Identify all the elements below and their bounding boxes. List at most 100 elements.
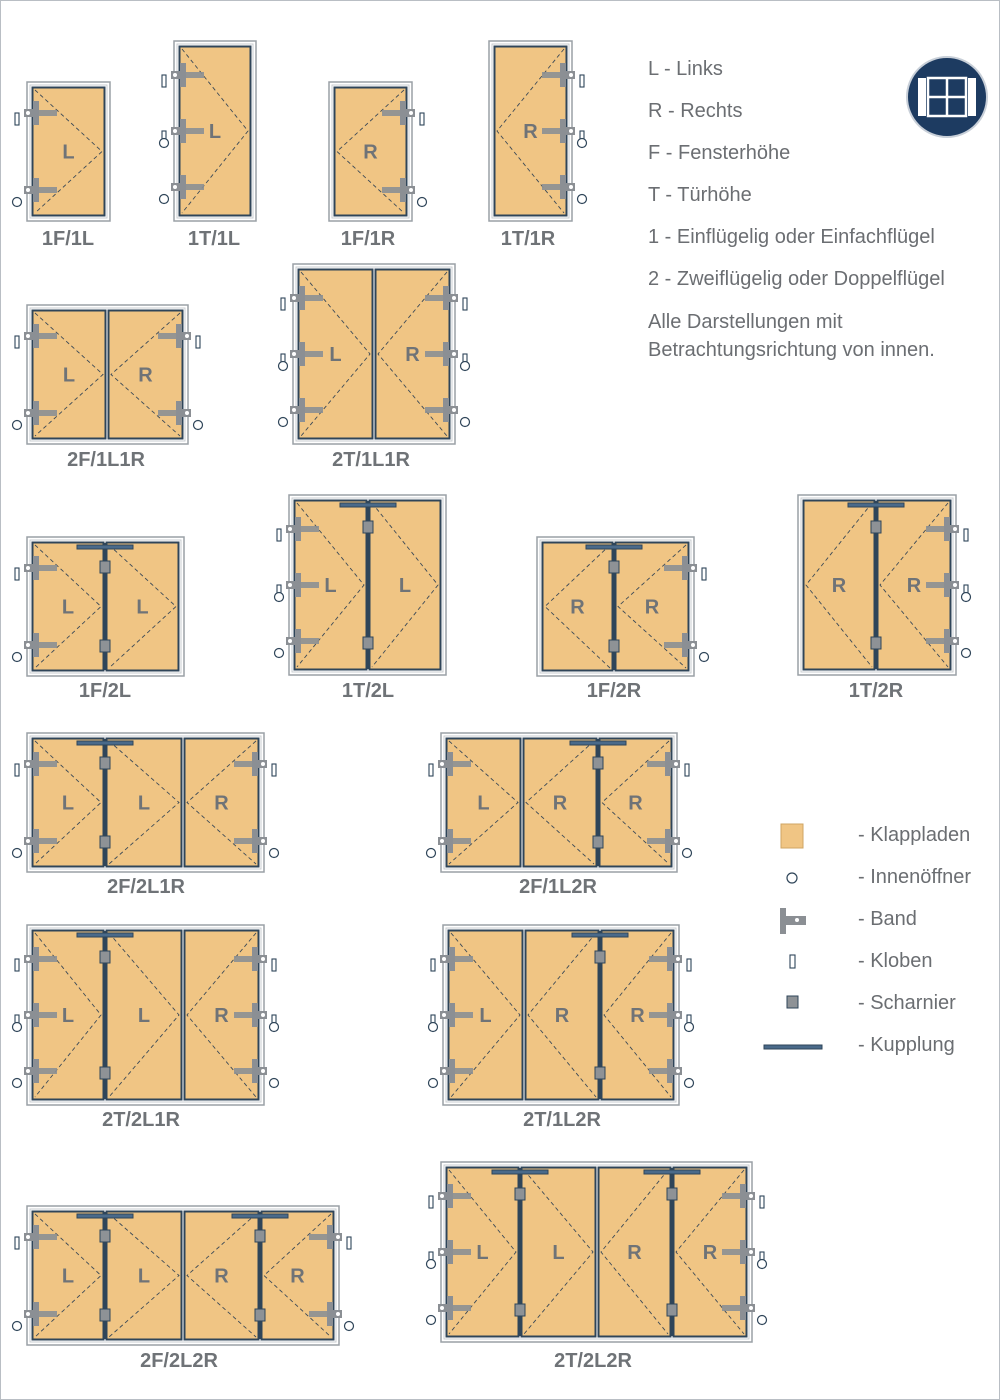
kloben-icon xyxy=(14,763,20,777)
band-hinge-icon xyxy=(542,63,575,87)
band-hinge-icon xyxy=(286,629,319,653)
shutter-1f-1r: R xyxy=(328,81,428,222)
inner-opener-icon xyxy=(459,360,471,372)
band-hinge-icon xyxy=(649,1003,682,1027)
shutter-leaf xyxy=(524,929,600,1101)
kloben-icon xyxy=(428,763,434,777)
panel-direction-label: R xyxy=(553,793,568,815)
scharnier-icon xyxy=(786,995,799,1009)
inner-opener-icon xyxy=(425,847,437,859)
opening-direction-lines xyxy=(448,1169,517,1335)
legend-rechts: R - Rechts xyxy=(648,100,743,122)
shutter-leaf xyxy=(105,737,183,868)
kloben-icon xyxy=(14,1236,20,1250)
inner-opener-icon xyxy=(343,1320,355,1332)
shutter-caption: 1F/2R xyxy=(586,680,642,702)
opening-direction-lines xyxy=(879,502,949,668)
band-hinge-icon xyxy=(309,1225,342,1249)
shutter-caption: 2F/1L1R xyxy=(67,449,145,471)
panel-direction-label: R xyxy=(630,1005,645,1027)
panel-direction-label: L xyxy=(477,793,489,815)
scharnier-icon xyxy=(608,639,620,653)
shutter-caption: 2T/1L2R xyxy=(523,1109,601,1131)
opening-direction-lines xyxy=(523,1169,594,1335)
shutter-caption: 2T/1L1R xyxy=(332,449,410,471)
opening-direction-lines xyxy=(108,544,177,669)
panel-direction-label: L xyxy=(399,575,411,597)
opening-direction-lines xyxy=(108,1213,180,1338)
opening-direction-lines xyxy=(296,502,365,668)
kupplung-icon xyxy=(76,932,134,938)
inner-opener-icon xyxy=(425,1258,437,1270)
opening-direction-lines xyxy=(377,271,448,437)
band-hinge-icon xyxy=(286,573,319,597)
inner-opener-icon xyxy=(268,1021,280,1033)
opening-direction-lines xyxy=(496,48,565,214)
shutter-caption: 1F/2L xyxy=(78,680,132,702)
shutter-panel: L xyxy=(31,309,107,440)
band-hinge-icon xyxy=(24,633,57,657)
legend-kupplung-label: - Kupplung xyxy=(858,1034,955,1056)
band-hinge-icon xyxy=(438,1184,471,1208)
panel-direction-label: L xyxy=(138,1005,150,1027)
opening-direction-lines xyxy=(186,932,257,1098)
panel-direction-label: L xyxy=(62,1005,74,1027)
band-hinge-icon xyxy=(647,752,680,776)
panel-direction-label: R xyxy=(570,597,585,619)
band-hinge-icon xyxy=(171,63,204,87)
opening-direction-lines xyxy=(34,89,103,214)
band-hinge-icon xyxy=(24,324,57,348)
panel-direction-label: R xyxy=(138,365,153,387)
inner-opener-icon xyxy=(576,193,588,205)
scharnier-icon xyxy=(666,1187,678,1201)
shutter-panel: L xyxy=(31,86,106,217)
opening-direction-lines xyxy=(675,1169,745,1335)
shutter-panel: L xyxy=(105,1210,183,1341)
inner-opener-icon xyxy=(427,1021,439,1033)
kupplung-icon xyxy=(491,1169,549,1175)
kupplung-icon xyxy=(571,932,629,938)
band-hinge-icon xyxy=(286,517,319,541)
shutter-leaf xyxy=(541,541,614,672)
panel-direction-label: L xyxy=(62,793,74,815)
shutter-leaf xyxy=(368,499,442,671)
panel-direction-label: R xyxy=(214,1005,229,1027)
band-hinge-icon xyxy=(382,178,415,202)
shutter-leaf xyxy=(183,737,260,868)
shutter-panel: L xyxy=(31,1210,105,1341)
panel-direction-label: L xyxy=(552,1242,564,1264)
opening-direction-lines xyxy=(448,740,519,865)
shutter-panel: R xyxy=(333,86,408,217)
shutter-panel: L xyxy=(105,737,183,868)
kupplung-icon xyxy=(763,1044,823,1050)
inner-opener-icon xyxy=(683,1077,695,1089)
shutter-panel: L xyxy=(445,737,522,868)
kloben-icon xyxy=(161,74,167,88)
inner-opener-icon xyxy=(786,872,798,884)
opening-direction-lines xyxy=(110,312,181,437)
scharnier-icon xyxy=(514,1303,526,1317)
shutter-panel: R xyxy=(802,499,876,671)
scharnier-icon xyxy=(99,756,111,770)
panel-direction-label: L xyxy=(138,1266,150,1288)
kupplung-icon xyxy=(643,1169,701,1175)
band-hinge-icon xyxy=(440,1003,473,1027)
kloben-icon xyxy=(462,297,468,311)
band-hinge-icon xyxy=(722,1240,755,1264)
band-hinge-icon xyxy=(664,556,697,580)
shutter-leaf xyxy=(31,1210,105,1341)
shutter-leaf xyxy=(614,541,690,672)
band-hinge-icon xyxy=(425,398,458,422)
band-hinge-icon xyxy=(24,947,57,971)
scharnier-icon xyxy=(254,1308,266,1322)
kloben-icon xyxy=(195,335,201,349)
band-hinge-icon xyxy=(171,119,204,143)
shutter-panel: R xyxy=(524,929,600,1101)
kloben-icon xyxy=(759,1195,765,1209)
opening-direction-lines xyxy=(527,932,597,1098)
inner-opener-icon xyxy=(960,647,972,659)
panel-direction-label: R xyxy=(405,344,420,366)
shutter-caption: 1T/2L xyxy=(341,680,395,702)
